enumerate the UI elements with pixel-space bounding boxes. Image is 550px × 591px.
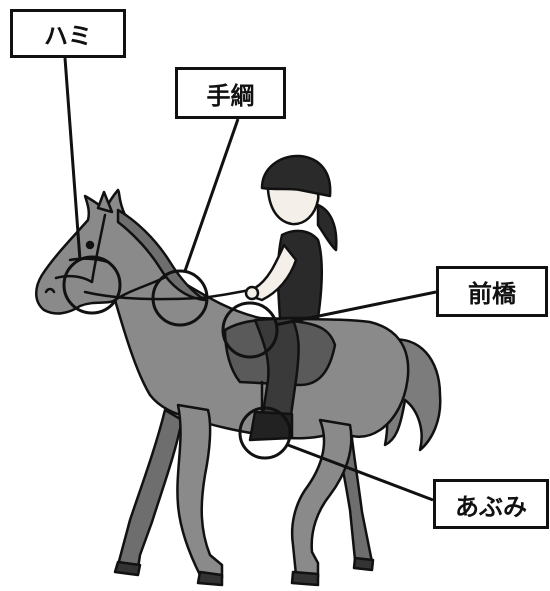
circle-reins	[151, 269, 209, 327]
leader-stirrup	[287, 443, 434, 502]
horse-eye	[85, 240, 95, 250]
rider-ponytail	[316, 203, 338, 252]
rider-helmet	[260, 154, 332, 198]
leader-pommel	[274, 290, 437, 327]
rider	[244, 154, 338, 442]
horse-fore-leg-far	[116, 408, 184, 570]
label-bit: ハミ	[10, 9, 126, 58]
horse-fore-leg-near	[176, 403, 224, 580]
horse-hooves	[113, 556, 375, 587]
label-reins: 手綱	[175, 67, 286, 119]
horse-neck-head	[35, 188, 172, 315]
reins-line	[83, 288, 252, 301]
leader-reins	[183, 118, 240, 272]
callout-circles	[62, 255, 292, 460]
circle-pommel	[221, 301, 279, 359]
circle-stirrup	[238, 406, 292, 460]
horse-nostril	[44, 287, 56, 294]
horse-hind-leg-near	[290, 418, 353, 579]
horse-mane	[116, 208, 207, 302]
label-stirrup-text: あぶみ	[455, 492, 527, 521]
label-stirrup: あぶみ	[433, 479, 549, 529]
rider-boot	[248, 410, 294, 442]
label-bit-text: ハミ	[44, 22, 92, 50]
leader-bit	[63, 57, 82, 261]
rider-leg	[253, 316, 300, 424]
label-pommel-text: 前橋	[468, 280, 516, 308]
label-reins-text: 手綱	[206, 81, 255, 110]
leader-lines	[63, 57, 437, 502]
rider-hand	[244, 285, 260, 301]
label-pommel: 前橋	[436, 266, 548, 317]
horse-ear	[96, 190, 114, 214]
horse	[35, 188, 442, 587]
circle-bit	[62, 255, 122, 315]
